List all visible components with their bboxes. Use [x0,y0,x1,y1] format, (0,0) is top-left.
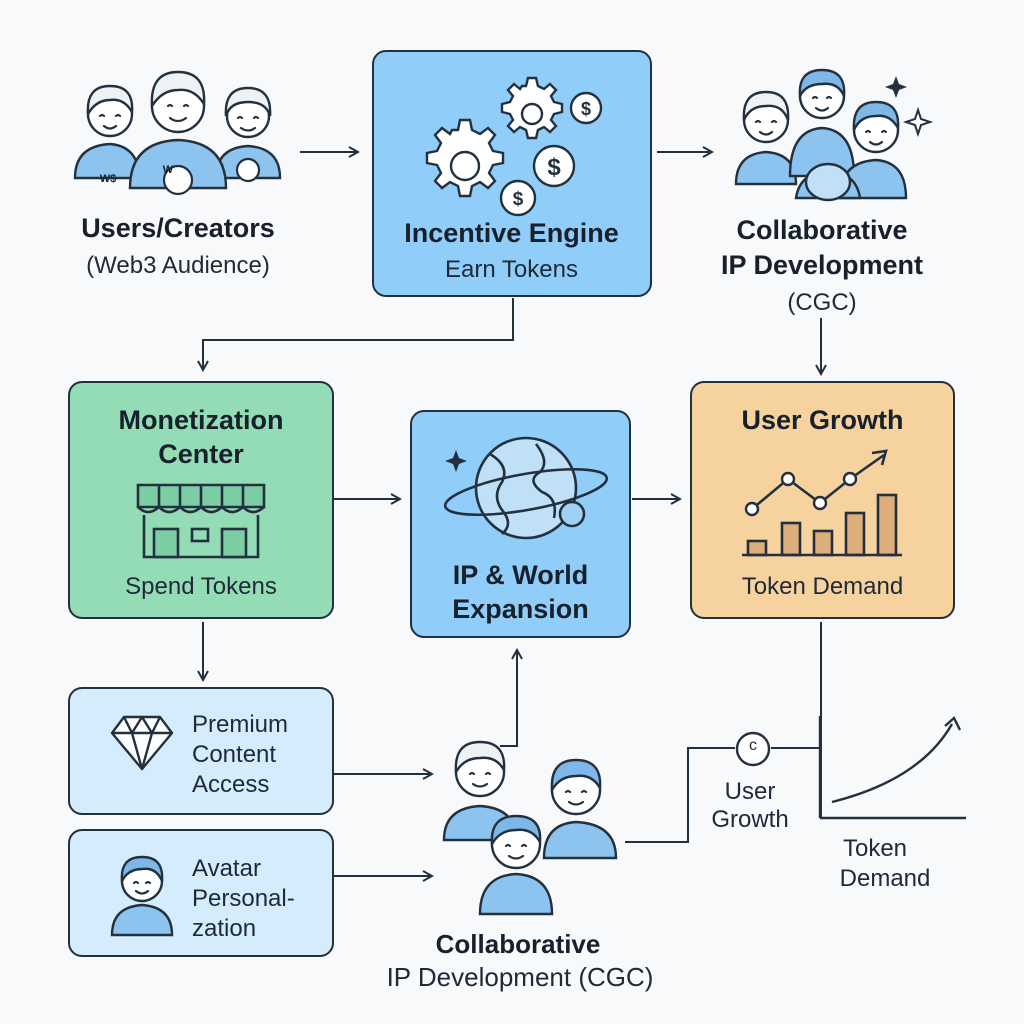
avatar-line2: Personal- [192,885,295,912]
growth-node-line2: Growth [711,806,789,833]
cgc-bottom-title-line2: IP Development (CGC) [386,962,654,992]
line-collab-to-growth-node [625,747,735,843]
growth-badge-icon [735,731,771,767]
premium-line1: Premium [192,711,289,738]
svg-text:$: $ [513,189,524,210]
avatar-personalization-node: Avatar Personal- zation [68,829,334,957]
growth-node-line1: User [724,778,776,805]
cgc-top-subtitle: (CGC) [787,289,857,316]
user-growth-node: User Growth Token Demand [690,381,955,619]
users-badge-left: W$ [99,173,117,185]
storefront-icon [136,483,266,559]
svg-text:$: $ [581,99,591,119]
monetization-subtitle: Spend Tokens [125,573,277,600]
growth-chart-icon [742,449,902,557]
avatar-line1: Avatar [192,855,261,882]
premium-content-node: Premium Content Access [68,687,334,815]
demand-curve-icon [818,716,966,820]
growth-badge-label: c [749,737,757,754]
incentive-engine-node: $ $ $ Incentive Engine Earn Tokens [372,50,652,297]
token-demand-line2: Demand [839,865,931,892]
monetization-title-line1: Monetization [118,405,284,435]
ip-world-title-line1: IP & World [452,560,589,590]
user-growth-title: User Growth [741,405,904,435]
users-group-icon [73,70,282,196]
arrow-collab-to-ip [500,650,517,747]
svg-text:$: $ [547,154,561,181]
users-badge-right: W [162,164,174,176]
diamond-icon [110,715,174,771]
planet-icon [443,436,609,540]
token-demand-line1: Token [842,835,908,862]
avatar-line3: zation [192,915,257,942]
users-creators-subtitle: (Web3 Audience) [86,252,270,279]
arrow-incentive-to-monetization [203,298,514,370]
monetization-center-node: Monetization Center Spend Tokens [68,381,334,619]
cgc-top-title-line1: Collaborative [736,215,908,245]
team-sparkle-icon [734,68,934,202]
ip-world-title-line2: Expansion [452,594,589,624]
collaborators-icon [442,740,618,916]
incentive-engine-subtitle: Earn Tokens [445,256,578,283]
cgc-bottom-title-line1: Collaborative [435,929,601,959]
ip-world-expansion-node: IP & World Expansion [410,410,631,638]
gears-coins-icon: $ $ $ [425,76,603,217]
incentive-engine-title: Incentive Engine [404,218,619,248]
user-growth-subtitle: Token Demand [741,573,904,600]
cgc-top-title-line2: IP Development [720,250,924,280]
premium-line2: Content [192,741,277,768]
monetization-title-line2: Center [158,439,244,469]
users-creators-title: Users/Creators [81,213,275,243]
premium-line3: Access [192,771,270,798]
avatar-icon [110,855,174,937]
